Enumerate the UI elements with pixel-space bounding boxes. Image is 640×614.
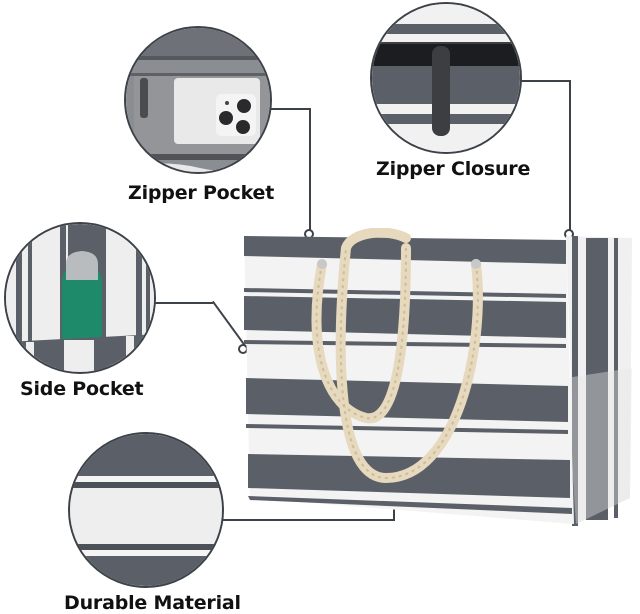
- connector-line: [393, 500, 395, 521]
- connector-line: [155, 302, 213, 304]
- durable-material-label: Durable Material: [64, 592, 241, 614]
- zipper-pocket-label: Zipper Pocket: [128, 182, 275, 204]
- connector-line: [271, 108, 311, 110]
- zipper-pull-icon: [140, 78, 148, 118]
- connector-line: [521, 80, 571, 82]
- durable-material-detail-image: [68, 432, 224, 588]
- zipper-closure-label: Zipper Closure: [376, 158, 531, 180]
- tote-bag-image: [236, 228, 636, 528]
- connector-line: [309, 108, 311, 232]
- side-pocket-detail-image: [4, 222, 156, 374]
- side-pocket-label: Side Pocket: [20, 378, 144, 400]
- zipper-pull-icon: [432, 46, 450, 136]
- zipper-closure-detail-image: [370, 2, 522, 154]
- bottle-icon: [62, 262, 102, 354]
- connector-line: [569, 80, 571, 232]
- zipper-pocket-detail-image: [124, 26, 272, 174]
- connector-line: [223, 519, 395, 521]
